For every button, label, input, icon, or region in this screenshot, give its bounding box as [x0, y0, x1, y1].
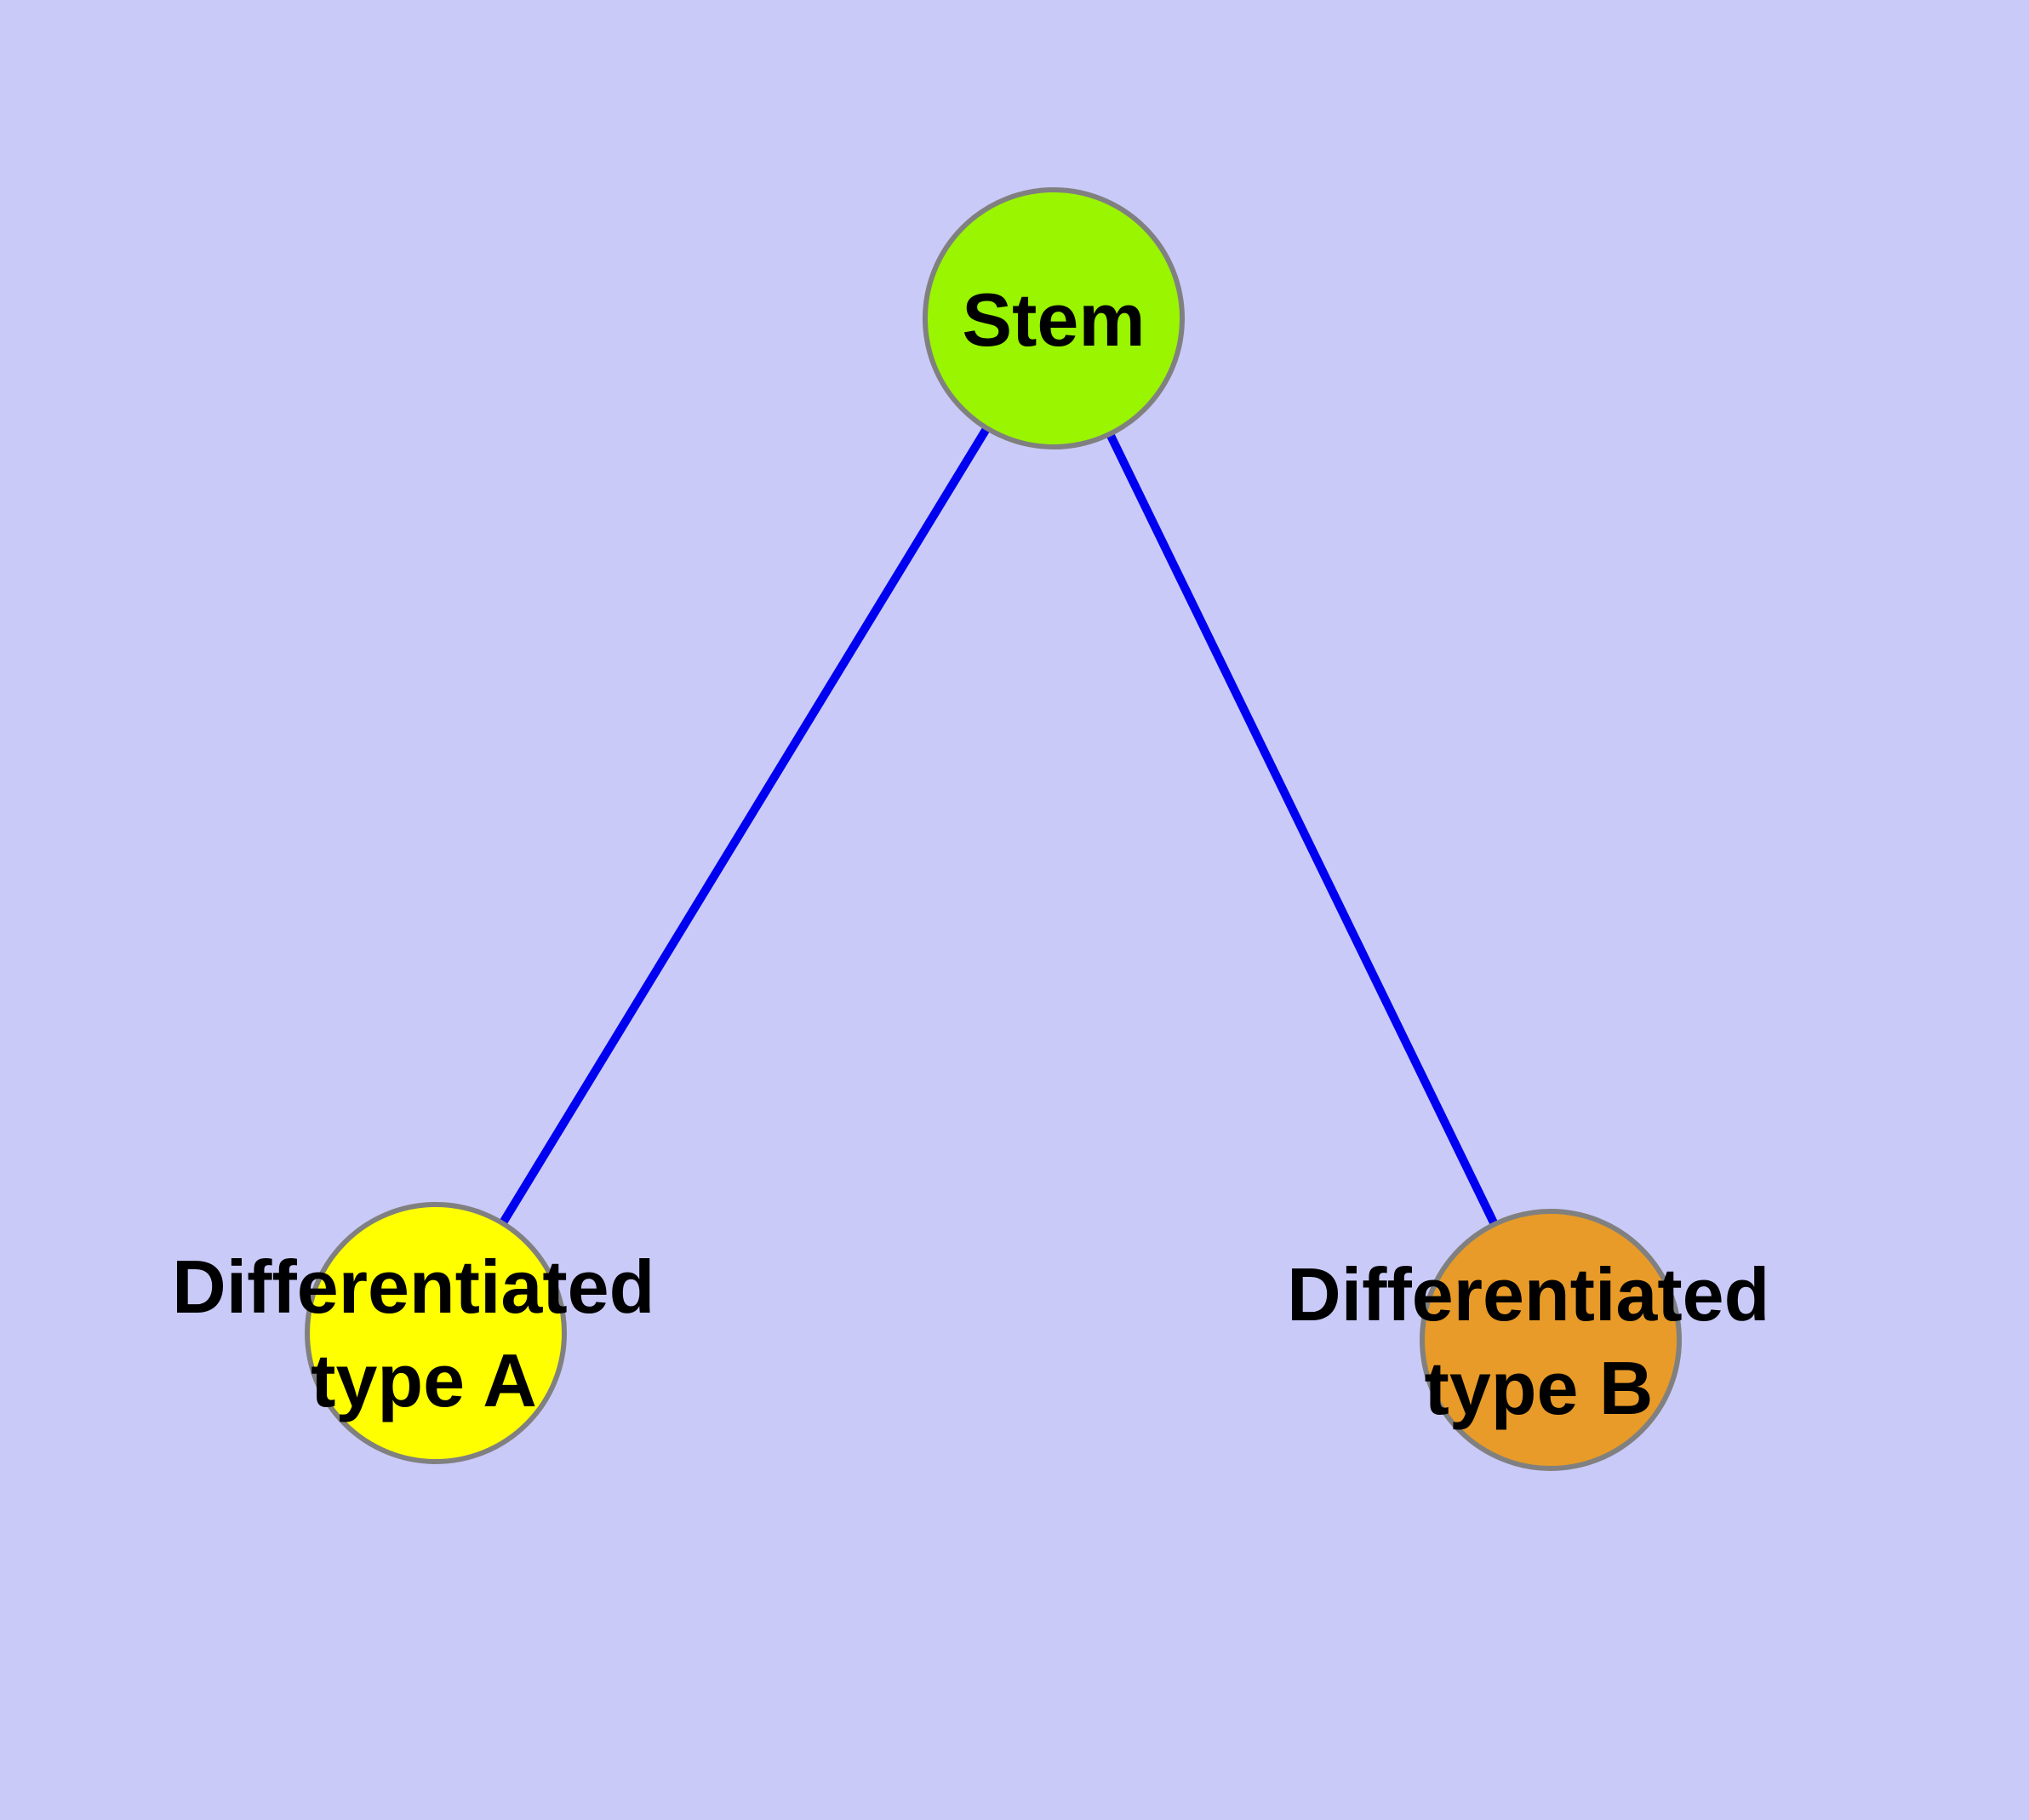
node-differentiated-type-a-label: Differentiated type A	[172, 1245, 676, 1422]
node-differentiated-type-b-label: Differentiated type B	[1287, 1252, 1791, 1430]
node-differentiated-type-a-label-line1: Differentiated	[172, 1245, 654, 1329]
edge-stem-to-type-a	[432, 316, 1058, 1336]
node-differentiated-type-b-label-line1: Differentiated	[1287, 1252, 1769, 1336]
node-differentiated-type-b	[1420, 1209, 1682, 1471]
node-stem	[923, 187, 1185, 449]
node-differentiated-type-a	[305, 1202, 567, 1464]
node-differentiated-type-a-label-line2: type A	[311, 1338, 537, 1422]
node-differentiated-type-b-label-line2: type B	[1425, 1346, 1654, 1430]
edge-stem-to-type-b	[1049, 316, 1555, 1342]
node-stem-label: Stem	[962, 278, 1145, 362]
